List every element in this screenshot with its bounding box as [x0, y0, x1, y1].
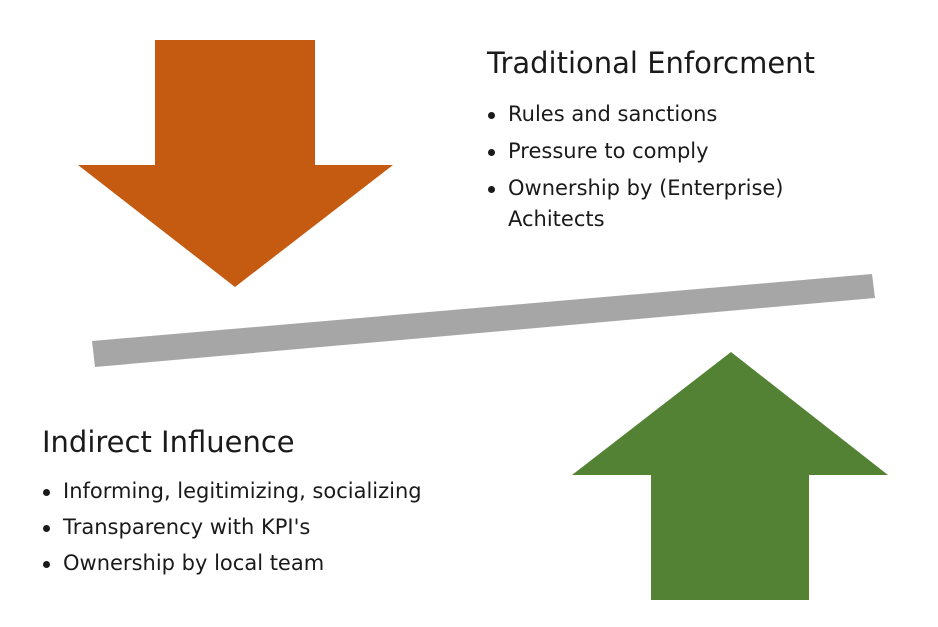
indirect-influence-block: Indirect Influence Informing, legitimizi… — [42, 424, 522, 584]
list-item: Ownership by (Enterprise) Achitects — [487, 173, 808, 235]
list-item: Rules and sanctions — [487, 99, 907, 130]
list-item: Ownership by local team — [42, 548, 522, 579]
traditional-enforcement-block: Traditional Enforcment Rules and sanctio… — [487, 45, 907, 241]
traditional-enforcement-list: Rules and sanctions Pressure to comply O… — [487, 99, 907, 235]
indirect-influence-title: Indirect Influence — [42, 425, 295, 459]
traditional-enforcement-title: Traditional Enforcment — [487, 46, 815, 80]
list-item: Pressure to comply — [487, 136, 907, 167]
indirect-influence-list: Informing, legitimizing, socializing Tra… — [42, 476, 522, 579]
down-arrow-icon — [78, 40, 393, 287]
lever-bar — [92, 274, 875, 367]
list-item: Transparency with KPI's — [42, 512, 522, 543]
list-item: Informing, legitimizing, socializing — [42, 476, 522, 507]
up-arrow-icon — [572, 352, 888, 600]
